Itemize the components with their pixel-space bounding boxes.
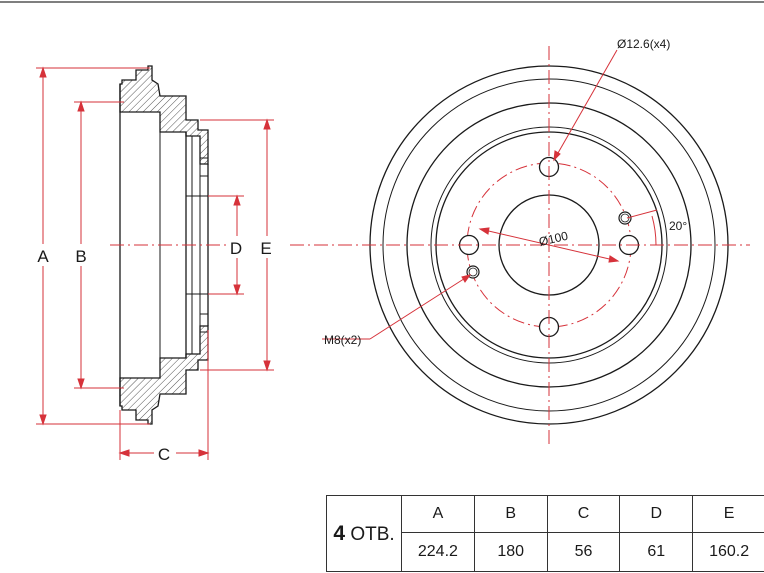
- spec-table-value-row: 224.2 180 56 61 160.2: [327, 532, 764, 572]
- header-b: B: [473, 495, 548, 533]
- value-a: 224.2: [401, 532, 475, 572]
- holes-count: 4: [333, 521, 346, 545]
- front-annotations: [322, 49, 658, 340]
- angle-label: 20°: [669, 219, 687, 233]
- header-e: E: [692, 495, 764, 533]
- front-view: [290, 46, 750, 444]
- header-a: A: [401, 495, 475, 533]
- pcd-label: Ø100: [538, 229, 570, 249]
- holes-cell: 4 ОТВ.: [326, 495, 402, 572]
- header-c: C: [546, 495, 621, 533]
- value-d: 61: [619, 532, 694, 572]
- value-c: 56: [546, 532, 621, 572]
- value-e: 160.2: [692, 532, 764, 572]
- side-profile-bottom: [119, 325, 209, 425]
- dimension-label-d: D: [230, 239, 242, 258]
- value-b: 180: [473, 532, 548, 572]
- spec-table-header-row: 4 ОТВ. A B C D E: [326, 495, 764, 572]
- header-d: D: [619, 495, 694, 533]
- spec-table: 4 ОТВ. A B C D E 224.2 180 56 61 160.2: [326, 495, 764, 572]
- dimension-label-c: C: [158, 445, 170, 464]
- side-view: [110, 65, 230, 425]
- dimension-label-a: A: [37, 247, 49, 266]
- thread-hole-callout: M8(x2): [324, 333, 361, 347]
- holes-unit: ОТВ.: [350, 523, 395, 545]
- dimension-label-e: E: [260, 239, 271, 258]
- side-profile-top: [119, 65, 209, 165]
- bolt-hole-callout: Ø12.6(x4): [617, 37, 670, 51]
- dimension-label-b: B: [75, 247, 86, 266]
